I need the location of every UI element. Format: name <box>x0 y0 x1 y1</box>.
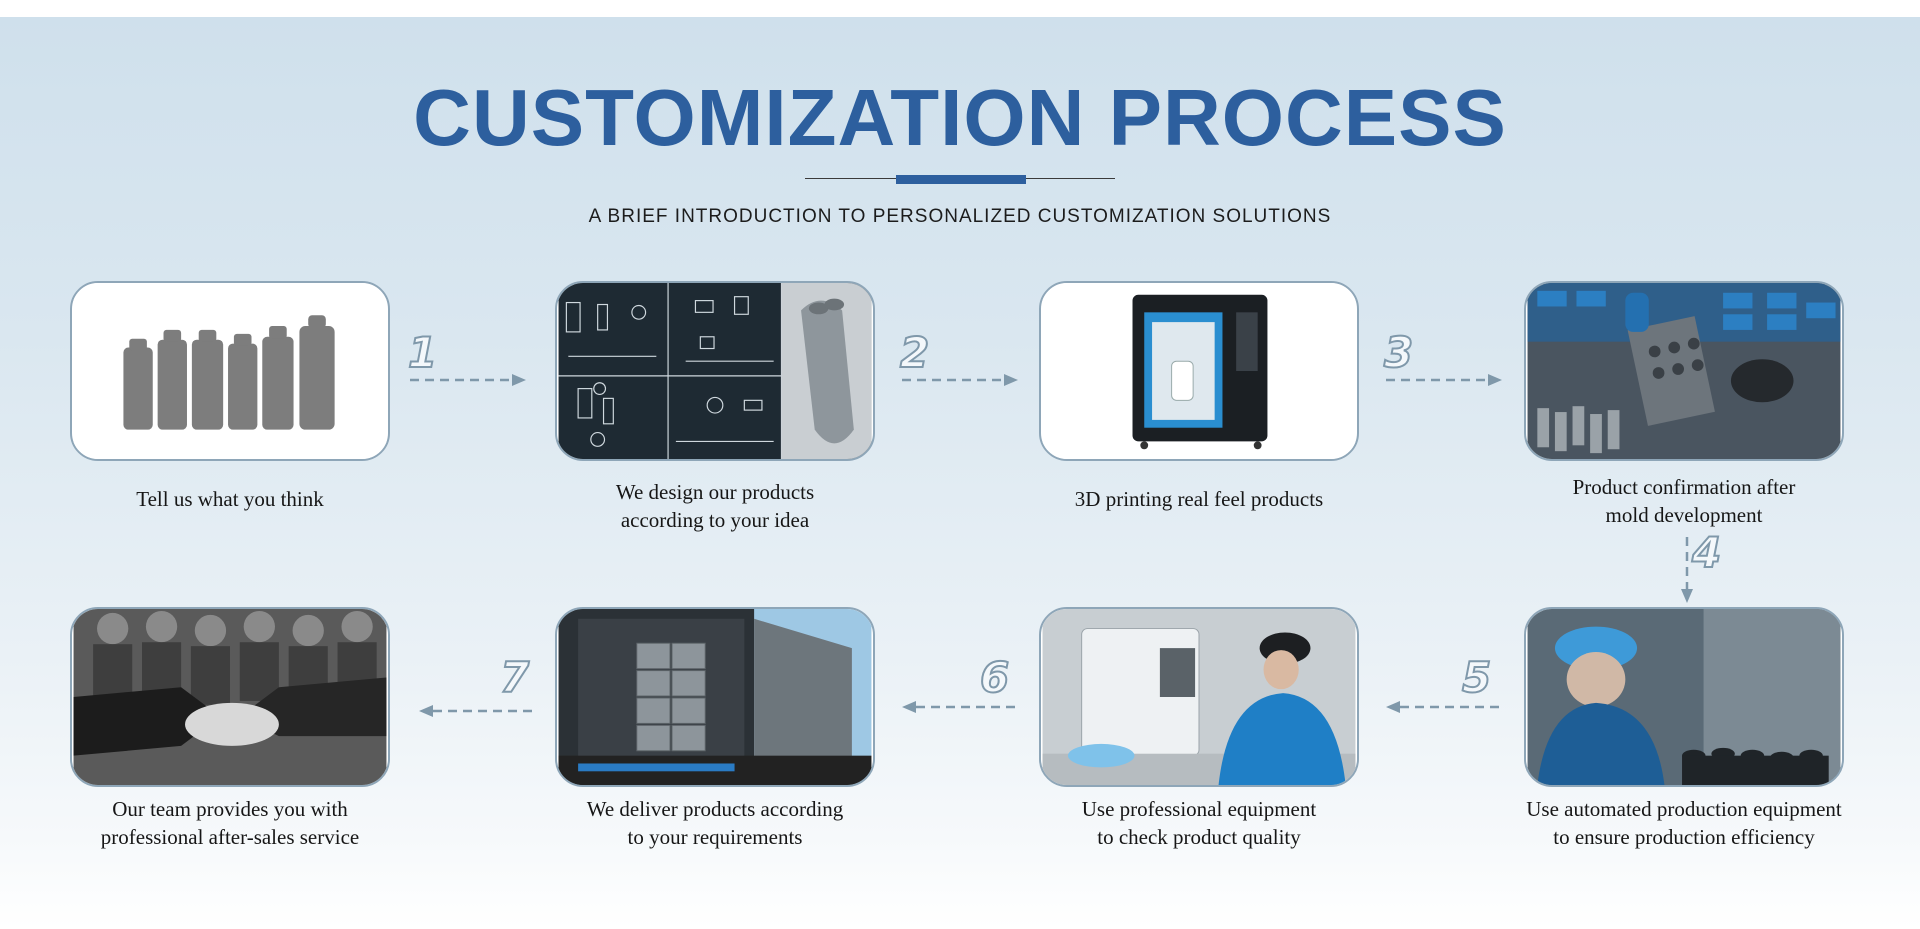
step-card-1 <box>70 281 390 461</box>
step-card-2 <box>555 281 875 461</box>
step-card-7 <box>555 607 875 787</box>
design-drawings-image <box>557 283 873 459</box>
page-title: CUSTOMIZATION PROCESS <box>0 70 1920 166</box>
step-card-6 <box>1039 607 1359 787</box>
delivery-truck-image <box>557 609 873 785</box>
step-number-1: 1 <box>408 330 437 376</box>
step-number-2: 2 <box>900 330 929 376</box>
step-caption-6: Use professional equipment to check prod… <box>1009 795 1389 851</box>
3d-printer-image <box>1041 283 1357 459</box>
step-card-4 <box>1524 281 1844 461</box>
step-card-3 <box>1039 281 1359 461</box>
automated-production-image <box>1526 609 1842 785</box>
arrow-left-icon <box>1384 700 1504 714</box>
mold-workshop-image <box>1526 283 1842 459</box>
step-caption-4: Product confirmation after mold developm… <box>1494 473 1874 529</box>
step-card-5 <box>1524 607 1844 787</box>
bottle-silhouettes-image <box>72 283 388 459</box>
step-card-8 <box>70 607 390 787</box>
step-caption-3: 3D printing real feel products <box>1009 485 1389 513</box>
step-caption-1: Tell us what you think <box>40 485 420 513</box>
step-number-5: 5 <box>1462 655 1491 701</box>
step-caption-7: We deliver products according to your re… <box>525 795 905 851</box>
arrow-left-icon <box>900 700 1020 714</box>
step-number-6: 6 <box>980 655 1009 701</box>
step-number-3: 3 <box>1384 330 1413 376</box>
arrow-left-icon <box>417 704 537 718</box>
title-divider-accent <box>896 175 1026 184</box>
step-caption-2: We design our products according to your… <box>525 478 905 534</box>
page-subtitle: A BRIEF INTRODUCTION TO PERSONALIZED CUS… <box>0 206 1920 228</box>
step-caption-8: Our team provides you with professional … <box>40 795 420 851</box>
handshake-image <box>72 609 388 785</box>
quality-inspection-image <box>1041 609 1357 785</box>
step-caption-5: Use automated production equipment to en… <box>1484 795 1884 851</box>
step-number-7: 7 <box>500 655 529 701</box>
step-number-4: 4 <box>1692 530 1721 576</box>
